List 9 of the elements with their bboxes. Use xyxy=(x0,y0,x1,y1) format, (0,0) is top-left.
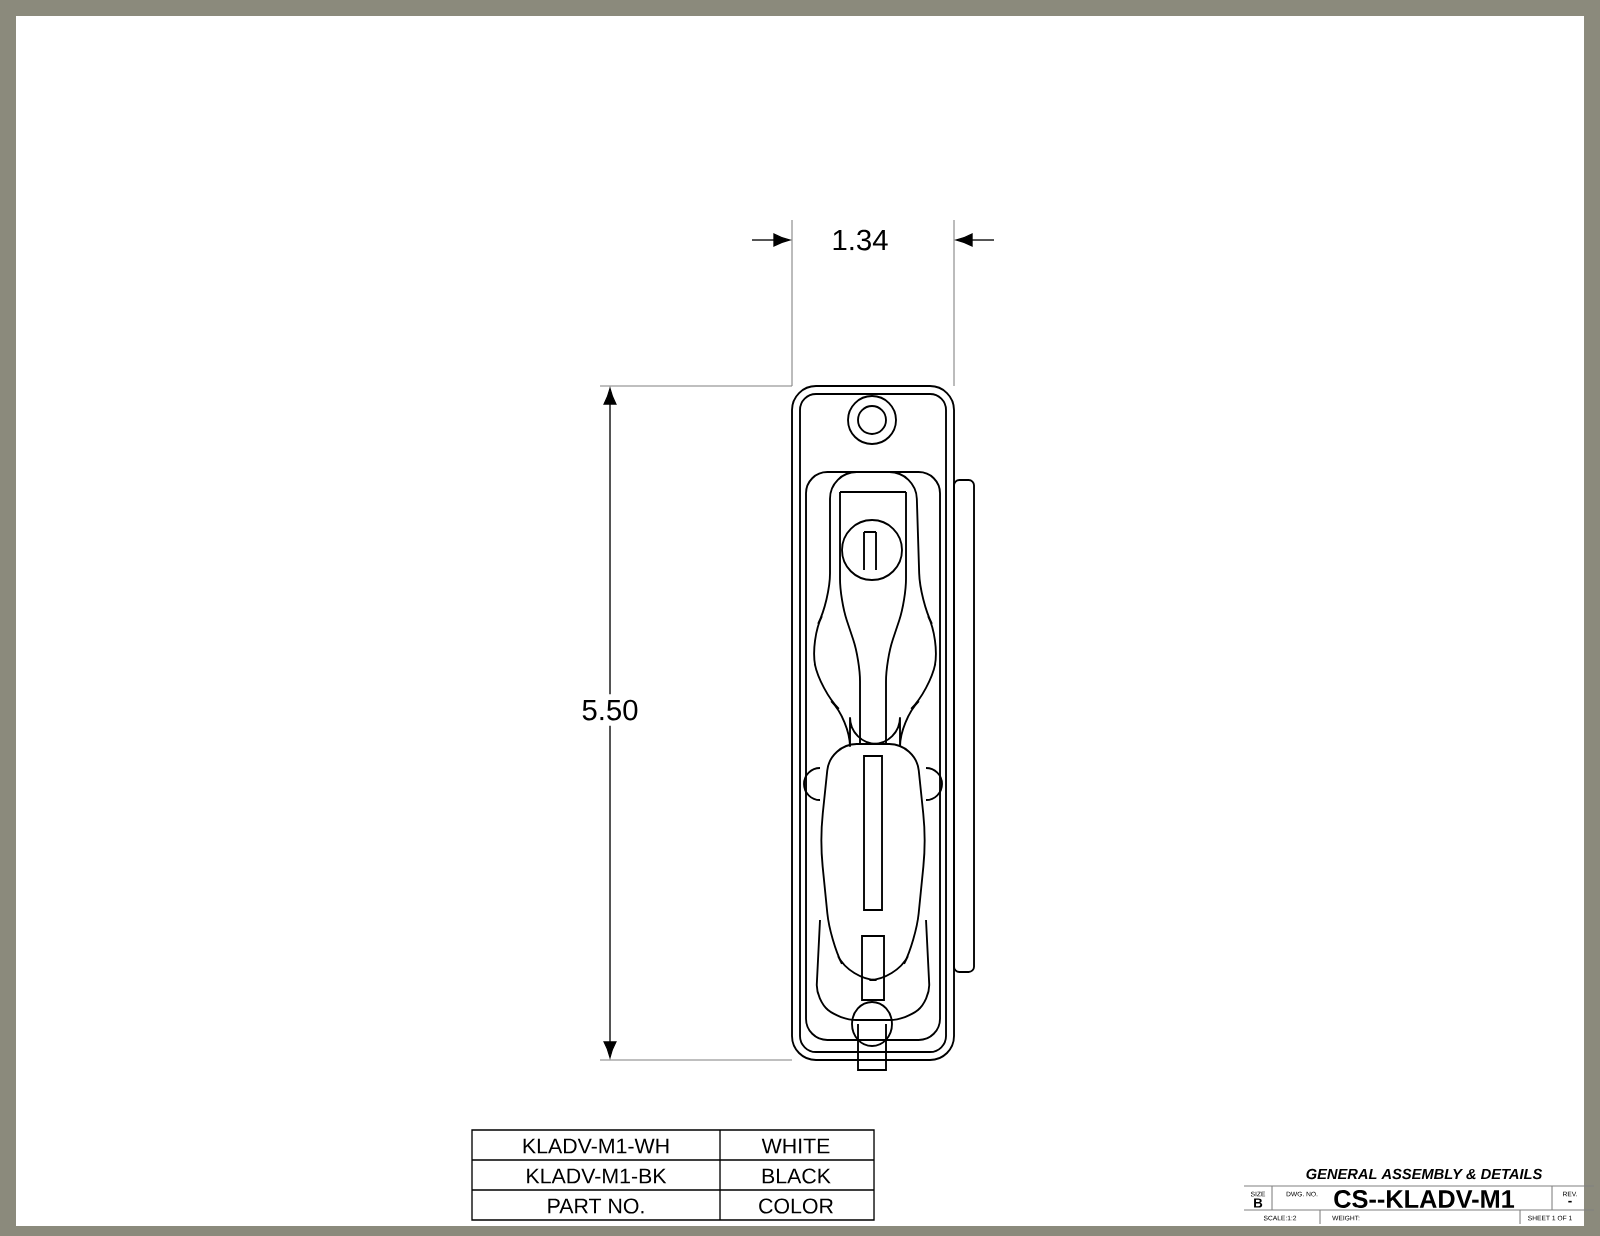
drawing-number: CS--KLADV-M1 xyxy=(1334,1190,1515,1208)
dimension-label: 1.34 xyxy=(833,229,888,251)
table-cell: PART NO. xyxy=(548,1198,644,1214)
table-cell: BLACK xyxy=(762,1168,831,1184)
table-cell: KLADV-M1-BK xyxy=(527,1168,667,1184)
table-cell: WHITE xyxy=(761,1138,830,1154)
table-cell: COLOR xyxy=(759,1198,833,1214)
table-cell: KLADV-M1-WH xyxy=(523,1138,669,1154)
dimension-label: 5.50 xyxy=(576,694,644,726)
